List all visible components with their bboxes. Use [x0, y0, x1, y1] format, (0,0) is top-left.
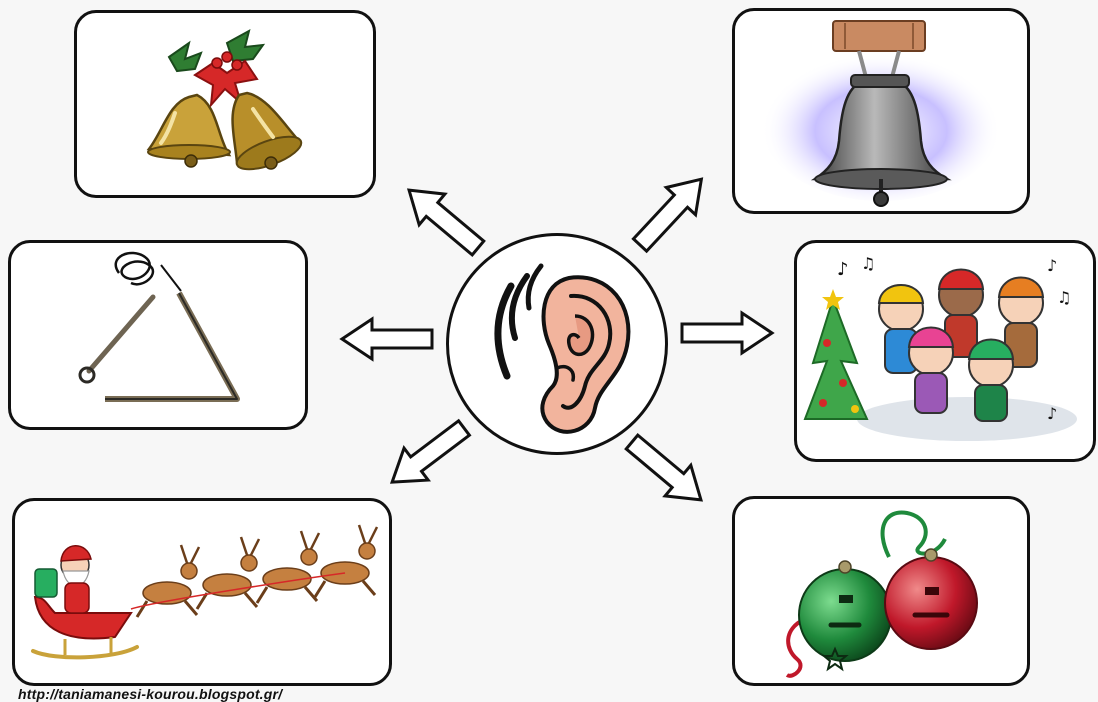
card-jingle-bells: [732, 496, 1030, 686]
triangle-instrument-icon: [78, 251, 240, 402]
ear-icon: [494, 263, 631, 434]
center-ear-circle: [446, 233, 668, 455]
svg-text:♫: ♫: [861, 254, 875, 273]
svg-text:♫: ♫: [1057, 288, 1071, 307]
arrow-to-triangle: [340, 317, 434, 361]
svg-text:♪: ♪: [837, 259, 849, 280]
children-singing-carols-icon: ♪ ♫ ♪ ♫ ♪: [803, 254, 1077, 441]
jingle-bells-icon: [785, 510, 978, 678]
arrow-to-carolers: [680, 311, 774, 355]
card-santa-sleigh-reindeer: [12, 498, 392, 686]
source-url: http://taniamanesi-kourou.blogspot.gr/: [18, 686, 283, 702]
santa-sleigh-reindeer-icon: [31, 524, 379, 660]
card-children-singing-carols: ♪ ♫ ♪ ♫ ♪: [794, 240, 1096, 462]
christmas-hand-bells-icon: [146, 29, 303, 171]
arrow-to-hand-bells: [394, 173, 493, 265]
arrow-to-jingle-bells: [617, 425, 716, 517]
arrow-to-sleigh: [378, 410, 478, 500]
church-bell-icon: [761, 20, 1001, 207]
svg-text:♪: ♪: [1047, 404, 1057, 423]
arrow-to-church-bell: [623, 164, 718, 261]
card-church-bell: [732, 8, 1030, 214]
svg-text:♪: ♪: [1047, 256, 1057, 275]
card-triangle-instrument: [8, 240, 308, 430]
card-christmas-hand-bells: [74, 10, 376, 198]
